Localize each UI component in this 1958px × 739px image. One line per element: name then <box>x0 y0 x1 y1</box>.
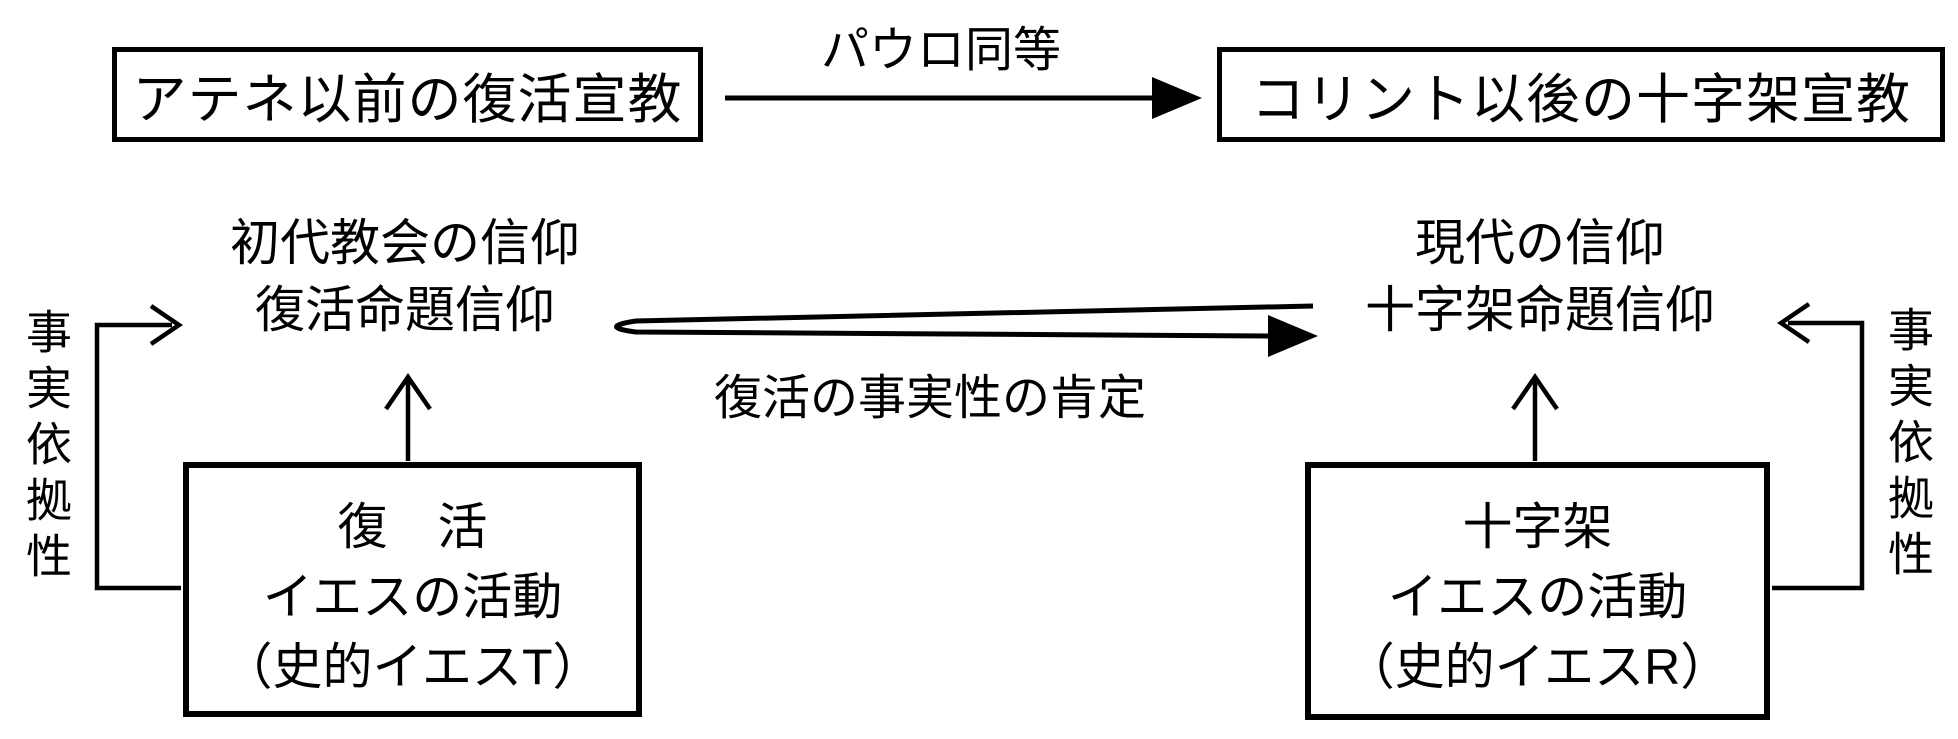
equivalence-arrow <box>725 77 1202 119</box>
fact-dependence-label-left: 事実依拠性 <box>20 308 72 588</box>
modern-faith-block: 現代の信仰 十字架命題信仰 <box>1290 210 1790 344</box>
up-arrow-right <box>1511 373 1559 461</box>
box-jesus-r-line2: イエスの活動 <box>1387 569 1688 625</box>
box-historical-jesus-r: 十字架 イエスの活動 （史的イエスR） <box>1305 462 1770 720</box>
box-post-corinth-preaching: コリント以後の十字架宣教 <box>1217 47 1945 142</box>
box-jesus-r-line1: 十字架 <box>1462 499 1613 555</box>
early-church-faith-line1: 初代教会の信仰 <box>230 215 580 271</box>
box-pre-athens-preaching: アテネ以前の復活宣教 <box>112 47 703 142</box>
modern-faith-line1: 現代の信仰 <box>1415 215 1665 271</box>
box-jesus-t-line2: イエスの活動 <box>262 569 563 625</box>
up-arrow-left <box>384 373 432 461</box>
long-arrow-label: 復活の事実性の肯定 <box>713 372 1146 425</box>
box-jesus-r-line3: （史的イエスR） <box>1344 639 1731 695</box>
box-jesus-t-line3: （史的イエスT） <box>222 639 603 695</box>
fact-dependence-label-right: 事実依拠性 <box>1882 306 1934 586</box>
fact-dependence-connector-left <box>94 304 184 591</box>
modern-faith-line2: 十字架命題信仰 <box>1365 282 1715 338</box>
box-pre-athens-label: アテネ以前の復活宣教 <box>132 70 683 130</box>
early-church-faith-block: 初代教会の信仰 復活命題信仰 <box>155 210 655 344</box>
box-post-corinth-label: コリント以後の十字架宣教 <box>1251 70 1911 130</box>
fact-dependence-connector-right <box>1772 302 1865 591</box>
box-historical-jesus-t: 復 活 イエスの活動 （史的イエスT） <box>183 462 642 717</box>
long-affirmation-arrow <box>614 303 1318 357</box>
box-jesus-t-line1: 復 活 <box>337 499 488 555</box>
equivalence-arrow-label: パウロ同等 <box>820 24 1061 77</box>
early-church-faith-line2: 復活命題信仰 <box>255 282 555 338</box>
